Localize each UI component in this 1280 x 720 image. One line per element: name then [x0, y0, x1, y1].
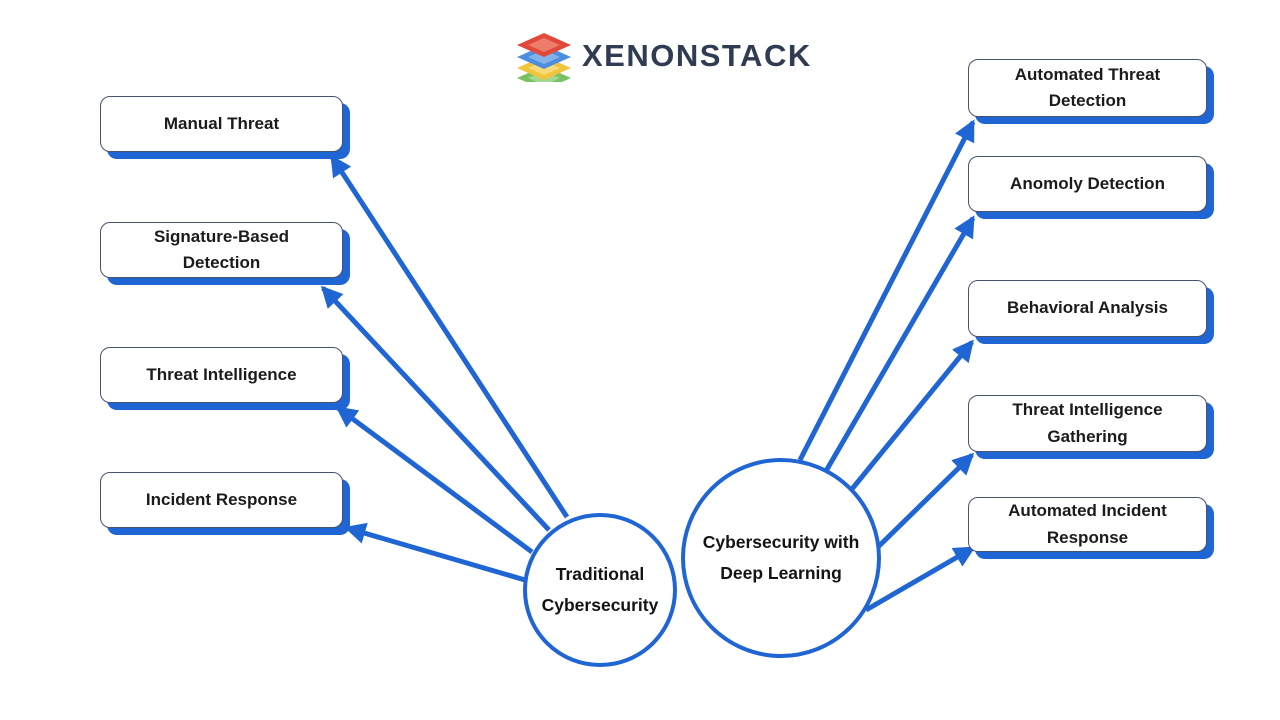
- hub-traditional-cybersecurity: Traditional Cybersecurity: [523, 513, 677, 667]
- node-manual-threat: Manual Threat: [100, 96, 343, 152]
- node-label-line: Anomoly Detection: [1010, 173, 1165, 193]
- node-label-line: Signature-Based: [153, 226, 290, 246]
- hub-label-line: Traditional: [555, 563, 645, 584]
- hub-label-line: Cybersecurity with: [702, 531, 860, 552]
- node-anomoly-detection: Anomoly Detection: [968, 156, 1207, 212]
- node-label-line: Response: [1046, 527, 1129, 547]
- node-label-line: Behavioral Analysis: [1007, 298, 1168, 318]
- node-label-line: Automated Incident: [1008, 501, 1167, 521]
- node-label-line: Threat Intelligence: [146, 364, 297, 384]
- node-label-line: Detection: [1048, 91, 1127, 110]
- arrow-traditional-to-manual-threat: [329, 154, 570, 519]
- arrow-traditional-to-incident-response: [344, 522, 526, 583]
- node-automated-threat-detection: Automated Threat Detection: [968, 59, 1207, 117]
- brand-wordmark: XENONSTACK: [582, 38, 812, 73]
- hub-label-line: Cybersecurity: [541, 595, 659, 615]
- arrow-deep-learning-to-anomoly-detection: [823, 215, 976, 473]
- xenonstack-logo: XENONSTACK: [516, 29, 812, 82]
- hub-label-line: Deep Learning: [720, 563, 842, 583]
- node-behavioral-analysis: Behavioral Analysis: [968, 280, 1207, 337]
- arrow-deep-learning-to-behavioral-analysis: [850, 339, 974, 491]
- node-label-line: Automated Threat: [1014, 64, 1161, 84]
- arrow-deep-learning-to-automated-threat-detection: [797, 119, 976, 462]
- node-threat-intelligence: Threat Intelligence: [100, 347, 343, 403]
- node-incident-response: Incident Response: [100, 472, 343, 528]
- node-threat-intelligence-gathering: Threat Intelligence Gathering: [968, 395, 1207, 452]
- arrow-traditional-to-signature-based-detection: [320, 285, 551, 532]
- node-automated-incident-response: Automated Incident Response: [968, 497, 1207, 552]
- node-label-line: Gathering: [1047, 426, 1128, 446]
- node-signature-based-detection: Signature-Based Detection: [100, 222, 343, 278]
- arrow-deep-learning-to-threat-intelligence-gathering: [876, 452, 975, 549]
- arrow-deep-learning-to-automated-incident-response: [864, 545, 976, 613]
- node-label-line: Manual Threat: [163, 113, 280, 133]
- node-label-line: Detection: [182, 253, 261, 272]
- node-label-line: Threat Intelligence: [1012, 400, 1163, 420]
- node-label-line: Incident Response: [145, 489, 298, 509]
- stacked-layers-icon: [517, 33, 571, 82]
- hub-cybersecurity-with-deep-learning: Cybersecurity with Deep Learning: [681, 458, 881, 658]
- arrow-traditional-to-threat-intelligence: [335, 405, 534, 555]
